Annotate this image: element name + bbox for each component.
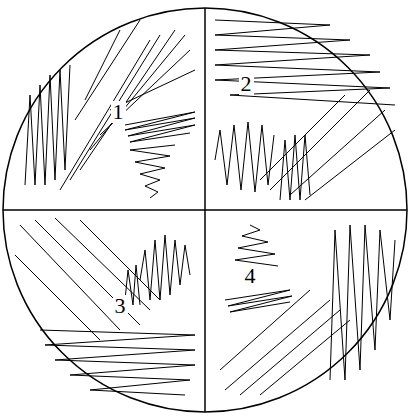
streak xyxy=(280,135,310,200)
quadrant-number: 2 xyxy=(239,73,254,95)
streak xyxy=(260,90,395,200)
streak xyxy=(235,225,278,266)
quadrant-number: 4 xyxy=(243,265,258,287)
streak xyxy=(330,225,395,380)
divider-line xyxy=(3,209,407,211)
streak xyxy=(220,290,350,395)
quadrant-number: 3 xyxy=(113,295,128,317)
streak xyxy=(140,235,190,300)
streak xyxy=(215,122,274,192)
streak xyxy=(130,145,175,198)
streak xyxy=(60,20,195,190)
quadrant-number: 1 xyxy=(111,101,126,123)
streak xyxy=(40,330,195,395)
streak xyxy=(25,65,70,185)
streak xyxy=(225,290,292,312)
dish-rim xyxy=(3,8,407,412)
streak xyxy=(15,218,160,340)
streak xyxy=(125,112,195,142)
